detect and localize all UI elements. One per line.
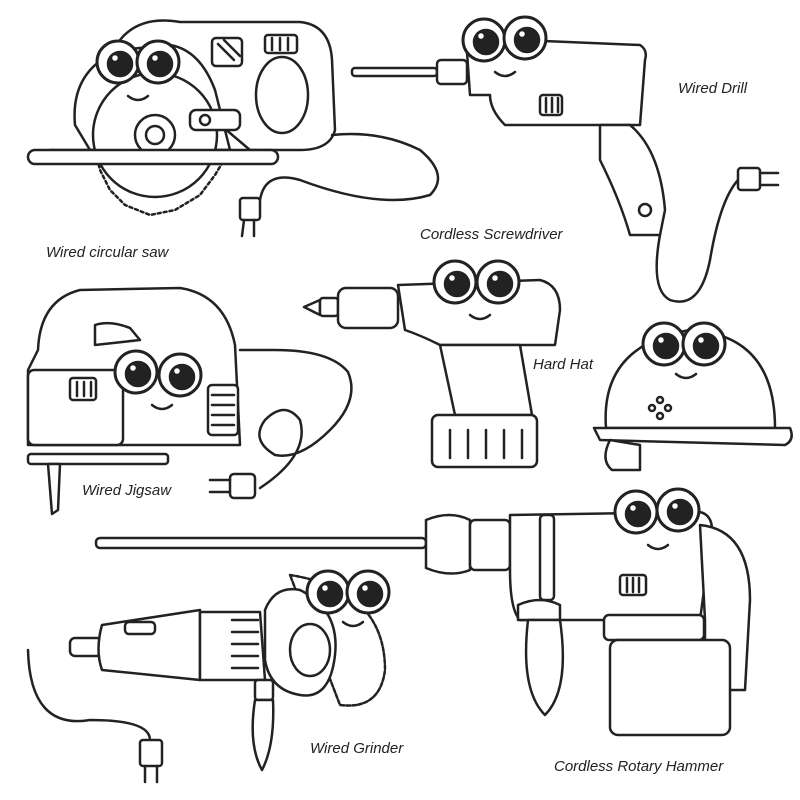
circular-saw-icon — [26, 19, 440, 238]
caption-rotary-hammer: Cordless Rotary Hammer — [554, 758, 724, 775]
jigsaw-icon — [26, 286, 353, 516]
grinder-icon — [26, 569, 391, 784]
caption-screwdriver: Cordless Screwdriver — [420, 226, 563, 243]
drill-icon — [350, 15, 780, 303]
caption-hard-hat: Hard Hat — [533, 356, 594, 373]
caption-drill: Wired Drill — [678, 80, 748, 97]
caption-grinder: Wired Grinder — [310, 740, 404, 757]
rotary-hammer-icon — [94, 487, 752, 737]
caption-circular-saw: Wired circular saw — [46, 244, 169, 261]
hard-hat-icon — [592, 321, 793, 472]
caption-jigsaw: Wired Jigsaw — [82, 482, 172, 499]
screwdriver-icon — [302, 259, 562, 469]
